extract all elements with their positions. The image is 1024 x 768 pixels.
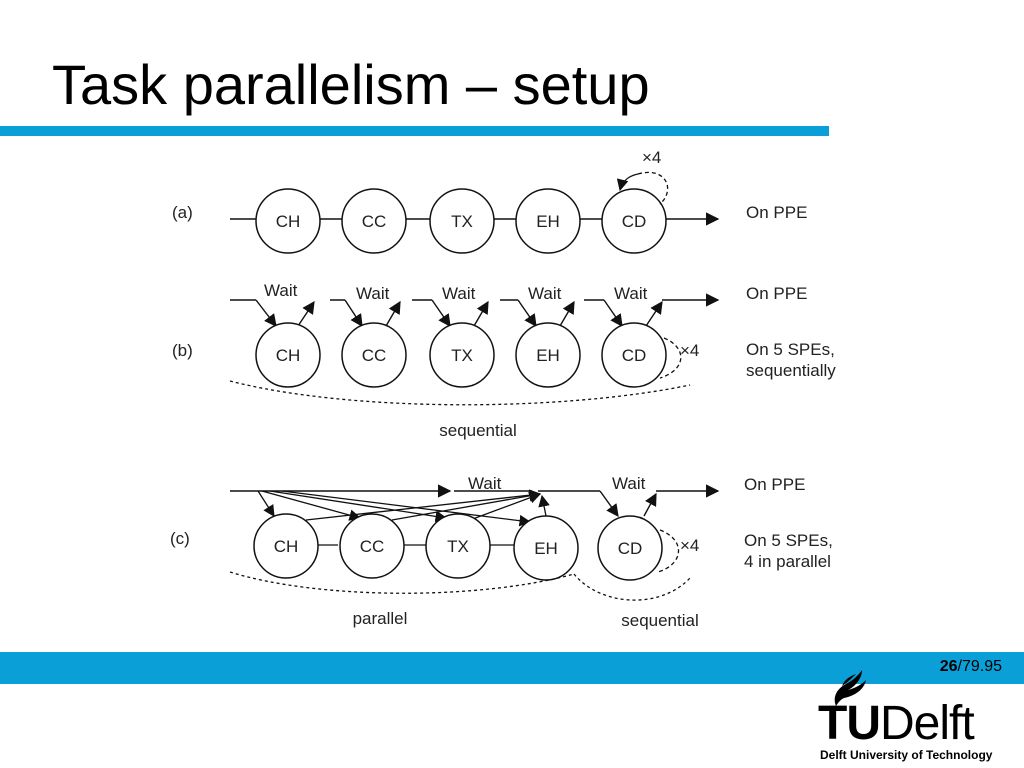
location-c-spe-line1: On 5 SPEs, xyxy=(744,531,833,550)
node-a-eh xyxy=(515,188,581,254)
flame-icon xyxy=(834,670,866,706)
logo-wordmark: TUDelft xyxy=(818,697,975,750)
node-a-cc xyxy=(341,188,407,254)
node-b-label: CD xyxy=(622,346,647,365)
logo-delft: Delft xyxy=(879,697,975,750)
page-current: 26 xyxy=(939,658,958,675)
node-c-label: CH xyxy=(274,537,299,556)
group-c-parallel-label: parallel xyxy=(353,609,408,628)
node-c-cc xyxy=(339,513,405,579)
location-b-spe-line2: sequentially xyxy=(746,361,836,380)
location-a-ppe: On PPE xyxy=(746,203,807,222)
node-b-label: CC xyxy=(362,346,387,365)
location-b-ppe: On PPE xyxy=(746,284,807,303)
loop-b-cd xyxy=(659,337,682,379)
node-a-label: CH xyxy=(276,212,301,231)
part-a: (a) CH CC TX EH CD ×4 On PPE xyxy=(172,148,807,254)
node-b-cd xyxy=(601,322,667,388)
group-c-parallel xyxy=(229,571,575,594)
edge-c-up-cd xyxy=(643,492,657,517)
edge-c-fork-ch xyxy=(257,490,275,517)
edge-c-fork-cc xyxy=(261,490,362,521)
part-a-label: (a) xyxy=(172,203,193,222)
node-a-label: CD xyxy=(622,212,647,231)
location-c-ppe: On PPE xyxy=(744,475,805,494)
edge-b-up-eh xyxy=(559,300,575,327)
node-c-label: CD xyxy=(618,539,643,558)
group-c-sequential xyxy=(573,573,691,601)
group-c-sequential-label: sequential xyxy=(621,611,699,630)
loop-a-cd xyxy=(637,171,669,205)
edge-c-join-cc xyxy=(391,490,542,521)
page-rest: /79.95 xyxy=(957,658,1002,675)
group-b-sequential xyxy=(229,380,691,406)
edge-c-join-eh xyxy=(538,494,550,517)
node-c-cd xyxy=(597,515,663,581)
page-number: 26/79.95 xyxy=(940,658,1002,676)
tu-delft-logo: TUDelft Delft University of Technology xyxy=(818,668,1022,766)
node-a-label: TX xyxy=(451,212,473,231)
repeat-a-label: ×4 xyxy=(642,148,661,167)
node-a-ch xyxy=(255,188,321,254)
part-c-label: (c) xyxy=(170,529,190,548)
node-c-tx xyxy=(425,513,491,579)
node-a-label: CC xyxy=(362,212,387,231)
node-b-eh xyxy=(515,322,581,388)
node-b-label: CH xyxy=(276,346,301,365)
edge-c-fork-tx xyxy=(269,490,448,523)
edge-b-up-tx xyxy=(473,300,489,327)
title-rule xyxy=(0,126,829,136)
logo-subtitle: Delft University of Technology xyxy=(820,748,993,762)
node-c-label: EH xyxy=(534,539,558,558)
part-b: (b) Wait Wait Wait Wait Wait CH CC TX EH… xyxy=(172,281,836,440)
wait-b-label: Wait xyxy=(614,284,648,303)
node-c-label: TX xyxy=(447,537,469,556)
edge-b-up-cd xyxy=(645,300,663,327)
location-c-spe-line2: 4 in parallel xyxy=(744,552,831,571)
footer-band xyxy=(0,652,1024,684)
edge-b-up-ch xyxy=(297,300,315,327)
node-b-cc xyxy=(341,322,407,388)
loop-c-cd xyxy=(657,529,680,573)
node-c-label: CC xyxy=(360,537,385,556)
node-a-cd xyxy=(601,188,667,254)
wait-b-label: Wait xyxy=(356,284,390,303)
wait-b-label: Wait xyxy=(528,284,562,303)
edge-c-fork-eh xyxy=(281,490,532,527)
edge-b-up-cc xyxy=(385,300,401,327)
slide-title: Task parallelism – setup xyxy=(52,53,650,116)
node-b-tx xyxy=(429,322,495,388)
part-b-label: (b) xyxy=(172,341,193,360)
node-a-label: EH xyxy=(536,212,560,231)
group-b-label: sequential xyxy=(439,421,517,440)
location-b-spe-line1: On 5 SPEs, xyxy=(746,340,835,359)
edge-b-down-ch xyxy=(255,299,277,327)
task-parallelism-diagram: (a) CH CC TX EH CD ×4 On PPE (b) xyxy=(170,148,836,630)
node-c-ch xyxy=(253,513,319,579)
repeat-c-label: ×4 xyxy=(680,536,699,555)
node-b-label: EH xyxy=(536,346,560,365)
loop-a-cd-head xyxy=(616,173,639,192)
wait-c-label: Wait xyxy=(612,474,646,493)
edge-c-join-ch xyxy=(305,489,542,521)
node-a-tx xyxy=(429,188,495,254)
edge-c-down-cd xyxy=(599,490,619,518)
edge-b-down-tx xyxy=(431,299,451,328)
wait-b-label: Wait xyxy=(442,284,476,303)
logo-tu: TU xyxy=(818,697,881,750)
node-b-ch xyxy=(255,322,321,388)
part-c: (c) Wait Wait CH CC TX EH CD ×4 xyxy=(170,474,833,630)
repeat-b-label: ×4 xyxy=(680,341,699,360)
edge-c-join-tx xyxy=(469,492,542,521)
wait-c-label: Wait xyxy=(468,474,502,493)
edge-b-down-cd xyxy=(603,299,623,328)
wait-b-label: Wait xyxy=(264,281,298,300)
edge-b-down-cc xyxy=(344,299,363,328)
node-b-label: TX xyxy=(451,346,473,365)
edge-b-down-eh xyxy=(517,299,537,328)
